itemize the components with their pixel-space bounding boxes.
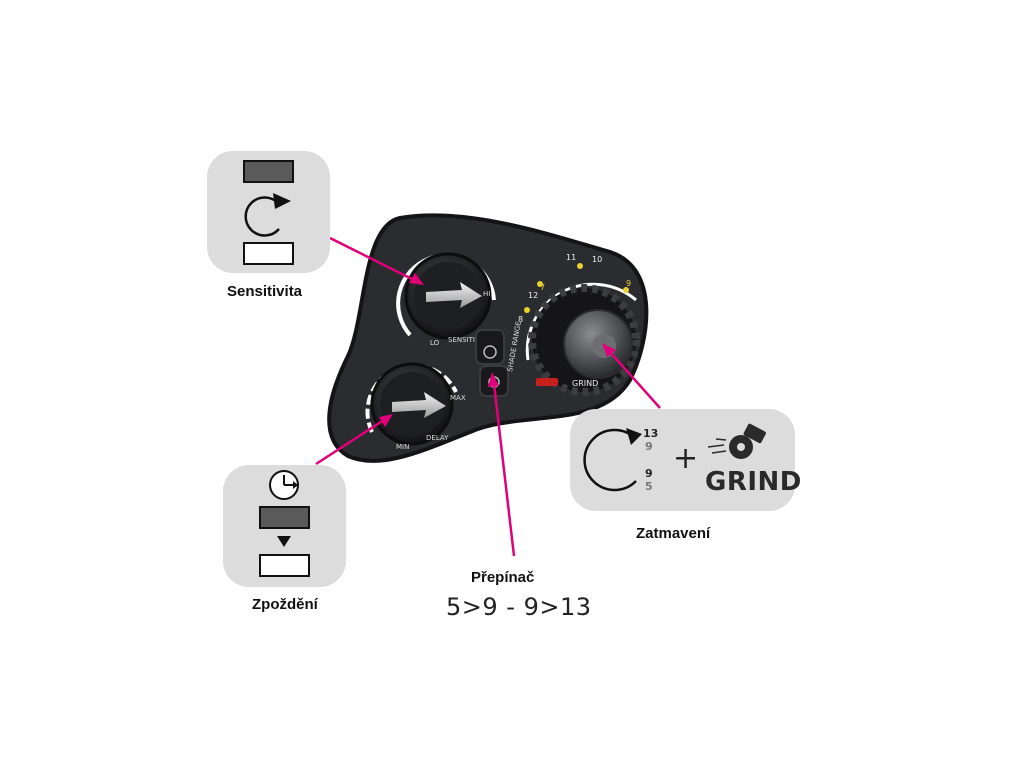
- switch-caption: Přepínač: [471, 569, 535, 586]
- delay-icon-box: [223, 465, 346, 587]
- sensitivity-hi-label: HI: [483, 290, 490, 298]
- leader-switch: [492, 383, 516, 557]
- down-triangle-icon: [277, 536, 291, 547]
- delay-arrow-icon: [392, 392, 446, 418]
- delay-caption: Zpoždění: [252, 596, 318, 613]
- shade-dial-name: GRIND: [572, 379, 598, 388]
- shade-scale-7: 7: [540, 283, 545, 292]
- shade-symbols: [583, 423, 766, 492]
- sensitivity-rotate-icon: [243, 160, 294, 265]
- shade-rotate-icon: [583, 428, 637, 492]
- sensitivity-caption: Sensitivita: [227, 283, 303, 300]
- shade-dial[interactable]: [524, 263, 640, 396]
- leader-switch-arrowhead: [488, 372, 499, 387]
- sensitivity-knob[interactable]: [396, 252, 496, 340]
- leader-shade-arrowhead: [602, 343, 616, 357]
- shade-scale-8: 8: [518, 315, 523, 324]
- shade-plus: +: [673, 441, 699, 476]
- leader-lines: [315, 236, 661, 557]
- switch-range-text: 5>9 - 9>13: [446, 593, 592, 621]
- clock-icon: [269, 470, 299, 500]
- shade-scale-10: 10: [592, 255, 602, 264]
- leader-delay: [315, 418, 385, 466]
- leader-delay-arrowhead: [379, 414, 393, 427]
- leader-sensitivity-arrowhead: [409, 273, 424, 285]
- leader-sensitivity: [329, 236, 415, 282]
- delay-symbols: [259, 470, 310, 577]
- shade-scale-12: 12: [528, 291, 538, 300]
- shade-icon-box: 13 9 9 5 + GRIND: [570, 409, 801, 511]
- sensitivity-lo-label: LO: [430, 339, 440, 347]
- shade-lower-high: 9: [645, 467, 653, 480]
- delay-max-label: MAX: [450, 394, 466, 402]
- shade-scale-9: 9: [626, 279, 631, 288]
- delay-min-label: MIN: [396, 443, 409, 451]
- sensitivity-icon-box: [207, 151, 330, 273]
- delay-name-label: DELAY: [426, 434, 449, 442]
- delay-knob[interactable]: [365, 362, 458, 446]
- sensitivity-name-label: SENSITIVITY: [448, 336, 491, 344]
- sensitivity-arrow-icon: [426, 282, 482, 308]
- shade-upper-high: 13: [643, 427, 659, 440]
- leader-shade: [609, 351, 661, 409]
- shade-lower-low: 5: [645, 480, 653, 493]
- grinder-icon: [707, 423, 766, 459]
- shade-upper-low: 9: [645, 440, 653, 453]
- shade-grind-text: GRIND: [705, 467, 802, 497]
- shade-caption: Zatmavení: [636, 525, 711, 542]
- shade-scale-11: 11: [566, 253, 576, 262]
